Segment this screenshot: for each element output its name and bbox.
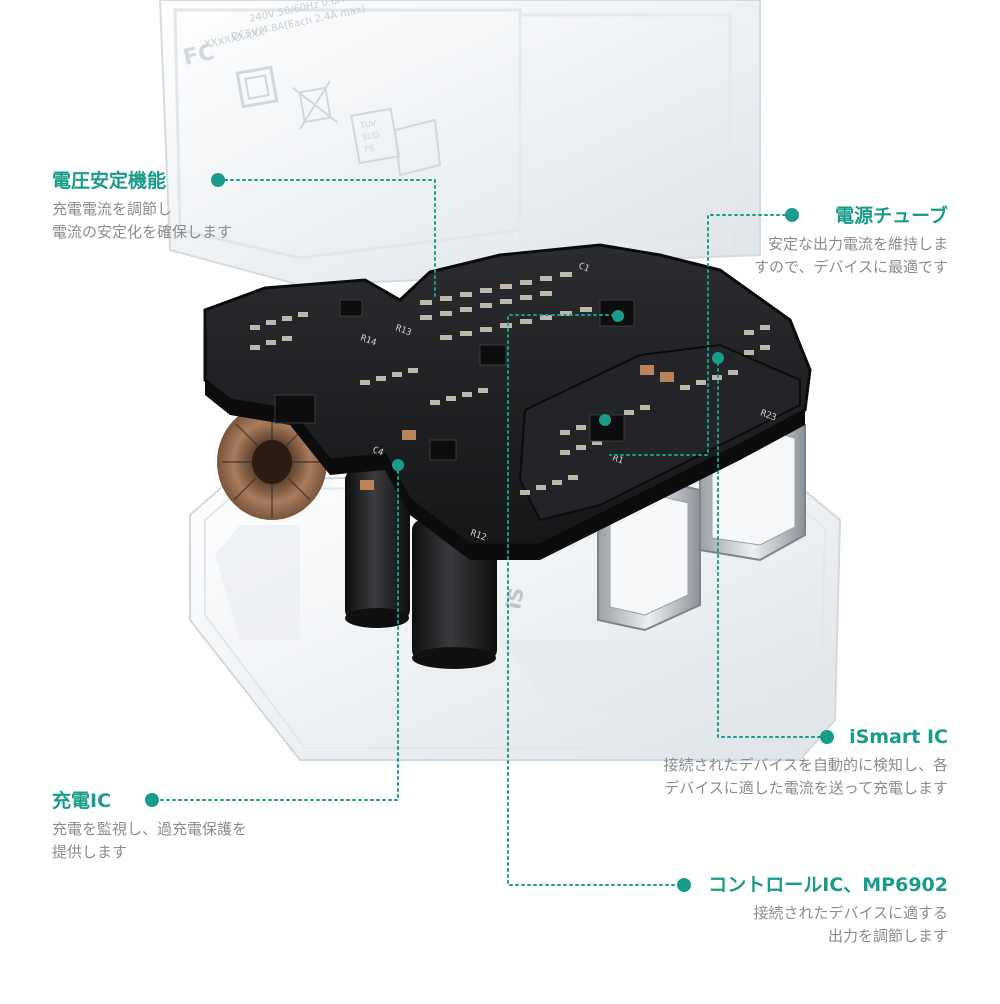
callout-desc-line: 安定な出力電流を維持しま	[767, 235, 948, 253]
leader-voltage	[224, 179, 436, 301]
callout-title: 充電IC	[52, 790, 112, 812]
callout-title: コントロールIC、MP6902	[708, 874, 948, 896]
weee-bin-icon	[292, 80, 338, 130]
callout-voltage-stabilization: 電圧安定機能 充電電流を調節し 電流の安定化を確保します	[52, 168, 232, 244]
callout-desc-line: 接続されたデバイスに適する	[753, 904, 948, 922]
tuv-mark-line-2: SUD	[362, 130, 380, 142]
callout-desc-line: 充電を監視し、過充電保護を	[52, 820, 248, 838]
callout-title: 電圧安定機能	[52, 170, 167, 192]
dot-charge-ic-end	[145, 793, 159, 807]
callout-desc-line: 電流の安定化を確保します	[52, 223, 233, 241]
ic-chip-1	[274, 394, 316, 424]
top-case: 240V 50/60Hz 0.6A max DC5V/4.8A(Each 2.4…	[158, 0, 761, 287]
dot-ismart-target	[712, 352, 724, 364]
dot-power-tube-end	[785, 208, 799, 222]
callout-leaders	[154, 179, 821, 886]
callout-desc-line: すので、デバイスに最適です	[754, 258, 948, 276]
callout-desc-line: 接続されたデバイスを自動的に検知し、各	[663, 756, 948, 774]
callout-control-ic: コントロールIC、MP6902 接続されたデバイスに適する 出力を調節します	[708, 872, 948, 948]
callout-desc-line: 出力を調節します	[827, 927, 948, 945]
leader-ismart	[717, 361, 821, 738]
callout-desc-line: デバイスに適した電流を送って充電します	[664, 779, 948, 797]
callout-desc-line: 充電電流を調節し	[52, 200, 173, 218]
dot-power-tube-target	[599, 414, 611, 426]
capacitor-left	[345, 470, 410, 628]
pcb-label-r1: R1	[611, 453, 625, 466]
leader-charge-ic	[154, 464, 399, 801]
callout-charge-ic: 充電IC 充電を監視し、過充電保護を 提供します	[52, 788, 247, 864]
callout-ismart-ic: iSmart IC 接続されたデバイスを自動的に検知し、各 デバイスに適した電流…	[663, 724, 948, 800]
dot-charge-ic-target	[392, 459, 404, 471]
dot-voltage-end	[211, 173, 225, 187]
pcb-label-c1: C1	[577, 261, 591, 274]
tuv-mark-line-3: PS	[364, 143, 375, 154]
brand-mark: iS	[501, 586, 528, 611]
callout-desc-line: 提供します	[52, 843, 128, 861]
leader-control-ic	[507, 314, 681, 886]
pcb-label-c4: C4	[371, 445, 385, 458]
leader-power-tube	[609, 214, 786, 456]
callout-title: iSmart IC	[849, 726, 948, 748]
callout-title: 電源チューブ	[835, 205, 948, 227]
callout-power-tube: 電源チューブ 安定な出力電流を維持しま すので、デバイスに最適です	[754, 203, 948, 279]
dot-control-ic-target	[612, 310, 624, 322]
tuv-mark-line-1: TUV	[358, 119, 377, 131]
double-insulation-icon	[235, 65, 279, 109]
dot-control-ic-end	[677, 878, 691, 892]
dot-ismart-end	[820, 730, 834, 744]
callout-dots	[145, 173, 834, 892]
